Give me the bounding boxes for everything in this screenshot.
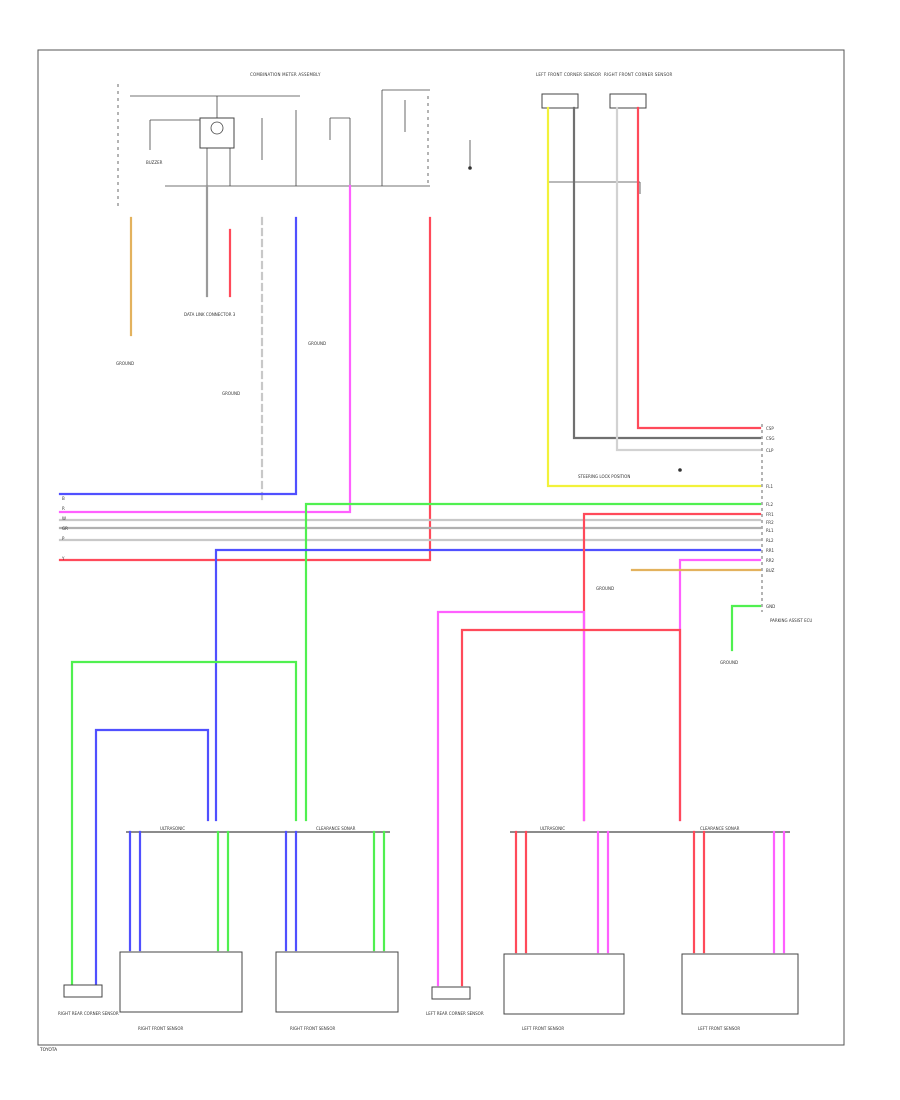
ecu-pin-2: CSG	[766, 436, 774, 441]
wire-green-rear-left	[70, 660, 298, 987]
wire-red-meter	[58, 216, 432, 562]
parking-assist-ecu: CSP CSG CLP FL1 FL2 FR1 FR2 RL1 RL2 RR1 …	[761, 424, 812, 623]
wire-blue-rear-left	[94, 728, 210, 987]
combination-meter-block: COMBINATION METER ASSEMBLY BUZZER	[117, 72, 472, 210]
meter-title: COMBINATION METER ASSEMBLY	[250, 72, 321, 77]
splice-ground-a: GROUND	[116, 361, 134, 366]
left-pin-2: R	[62, 506, 65, 511]
right-sensor-title: RIGHT FRONT CORNER SENSOR	[604, 72, 673, 77]
wires-top: GROUND DATA LINK CONNECTOR 3 GROUND GROU…	[58, 106, 762, 562]
buzzer-component	[199, 117, 235, 149]
ecu-side-note: STEERING LOCK POSITION	[578, 474, 630, 479]
left-sensor-title: LEFT FRONT CORNER SENSOR	[536, 72, 601, 77]
bus-right-label-b: CLEARANCE SONAR	[700, 826, 740, 831]
sensor-box-3-label: LEFT FRONT SENSOR	[522, 1026, 564, 1031]
wire-dark-sensor	[572, 106, 762, 440]
meter-sub-label: BUZZER	[146, 160, 163, 165]
bus-left-label-b: CLEARANCE SONAR	[316, 826, 356, 831]
sensor-box-1	[119, 951, 243, 1013]
ecu-pin-1: CSP	[766, 426, 774, 431]
rear-right-corner-sensor	[431, 986, 471, 1000]
splice-ground-c: GROUND	[308, 341, 326, 346]
lower-left-feeds: RIGHT REAR CORNER SENSOR	[58, 660, 298, 1016]
ecu-pin-10: RR1	[766, 548, 775, 553]
meter-ground-icon	[468, 166, 472, 170]
wire-yellow-sensor	[546, 106, 762, 488]
buzzer-icon	[210, 121, 224, 135]
wire-pink-meter	[58, 184, 352, 514]
sensor-boxes: RIGHT FRONT SENSOR RIGHT FRONT SENSOR LE…	[119, 951, 799, 1031]
sensor-bus-right: ULTRASONIC CLEARANCE SONAR	[510, 826, 790, 954]
left-pin-1: B	[62, 496, 65, 501]
ecu-ground-label: GROUND	[720, 660, 738, 665]
ecu-pin-3: CLP	[766, 448, 774, 453]
left-pin-3: W	[62, 516, 66, 521]
wire-lightgray-sensor	[615, 106, 762, 452]
ecu-pin-7: FR2	[766, 520, 774, 525]
left-bus-labels: B R W GR P Y	[61, 496, 68, 561]
left-pin-6: Y	[61, 556, 65, 561]
rear-left-corner-sensor	[63, 984, 103, 998]
wire-blue-bus	[214, 548, 762, 822]
side-note-ground-icon	[678, 468, 682, 472]
sensor-box-2-label: RIGHT FRONT SENSOR	[290, 1026, 335, 1031]
sensor-box-4	[681, 953, 799, 1015]
wire-green-ecu-ground	[730, 604, 762, 652]
bus-left-label-a: ULTRASONIC	[160, 826, 185, 831]
sensor-bus-left: ULTRASONIC CLEARANCE SONAR	[126, 826, 390, 952]
rear-left-label: RIGHT REAR CORNER SENSOR	[58, 1011, 119, 1016]
wire-green-bus	[304, 502, 762, 822]
sensor-box-3	[503, 953, 625, 1015]
left-front-corner-sensor	[541, 93, 579, 109]
right-front-corner-sensor	[609, 93, 647, 109]
ecu-pin-6: FR1	[766, 512, 774, 517]
sensor-box-4-label: LEFT FRONT SENSOR	[698, 1026, 740, 1031]
splice-ground-d: GROUND	[596, 586, 614, 591]
wire-pink-rear-right	[436, 610, 586, 987]
ecu-title: PARKING ASSIST ECU	[770, 618, 812, 623]
lower-right-feeds: LEFT REAR CORNER SENSOR	[426, 610, 682, 1016]
diagram-frame	[37, 49, 845, 1046]
left-pin-5: P	[62, 536, 65, 541]
wire-red-rear-right	[460, 628, 682, 987]
rear-right-label: LEFT REAR CORNER SENSOR	[426, 1011, 484, 1016]
middle-bus: GROUND GROUND	[58, 502, 762, 822]
splice-ground-b: GROUND	[222, 391, 240, 396]
ecu-pin-11: RR2	[766, 558, 775, 563]
wire-pink-bus-right	[678, 558, 762, 822]
front-corner-sensors: LEFT FRONT CORNER SENSOR RIGHT FRONT COR…	[536, 72, 673, 194]
data-link-connector-label: DATA LINK CONNECTOR 3	[184, 312, 236, 317]
bus-right-label-a: ULTRASONIC	[540, 826, 565, 831]
ecu-pin-12: BUZ	[766, 568, 775, 573]
ecu-pin-13: GND	[766, 604, 775, 609]
wire-blue-meter	[58, 216, 298, 496]
ecu-pin-9: RL2	[766, 538, 774, 543]
ecu-pin-4: FL1	[766, 484, 774, 489]
ecu-pin-5: FL2	[766, 502, 774, 507]
ecu-pin-8: RL1	[766, 528, 774, 533]
sensor-box-1-label: RIGHT FRONT SENSOR	[138, 1026, 183, 1031]
page-footer: TOYOTA	[39, 1047, 57, 1053]
left-pin-4: GR	[62, 526, 68, 531]
wire-red-sensor	[636, 106, 762, 430]
sensor-box-2	[275, 951, 399, 1013]
